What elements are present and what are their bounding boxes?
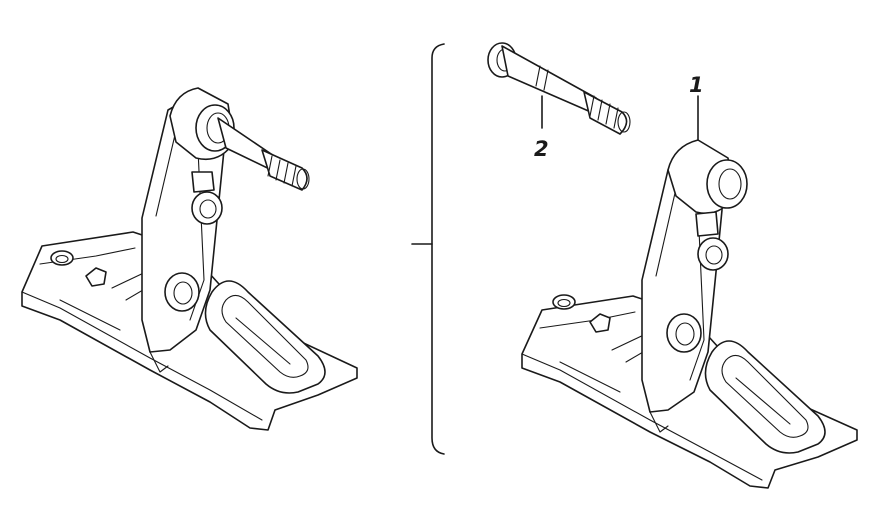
bracket-part-1 (521, 95, 858, 489)
callout-label-2: 2 (534, 137, 549, 161)
assembled-bracket (21, 87, 358, 431)
group-bracket (431, 43, 445, 455)
callout-label-1: 1 (689, 73, 704, 97)
bolt-part-2 (487, 42, 631, 135)
